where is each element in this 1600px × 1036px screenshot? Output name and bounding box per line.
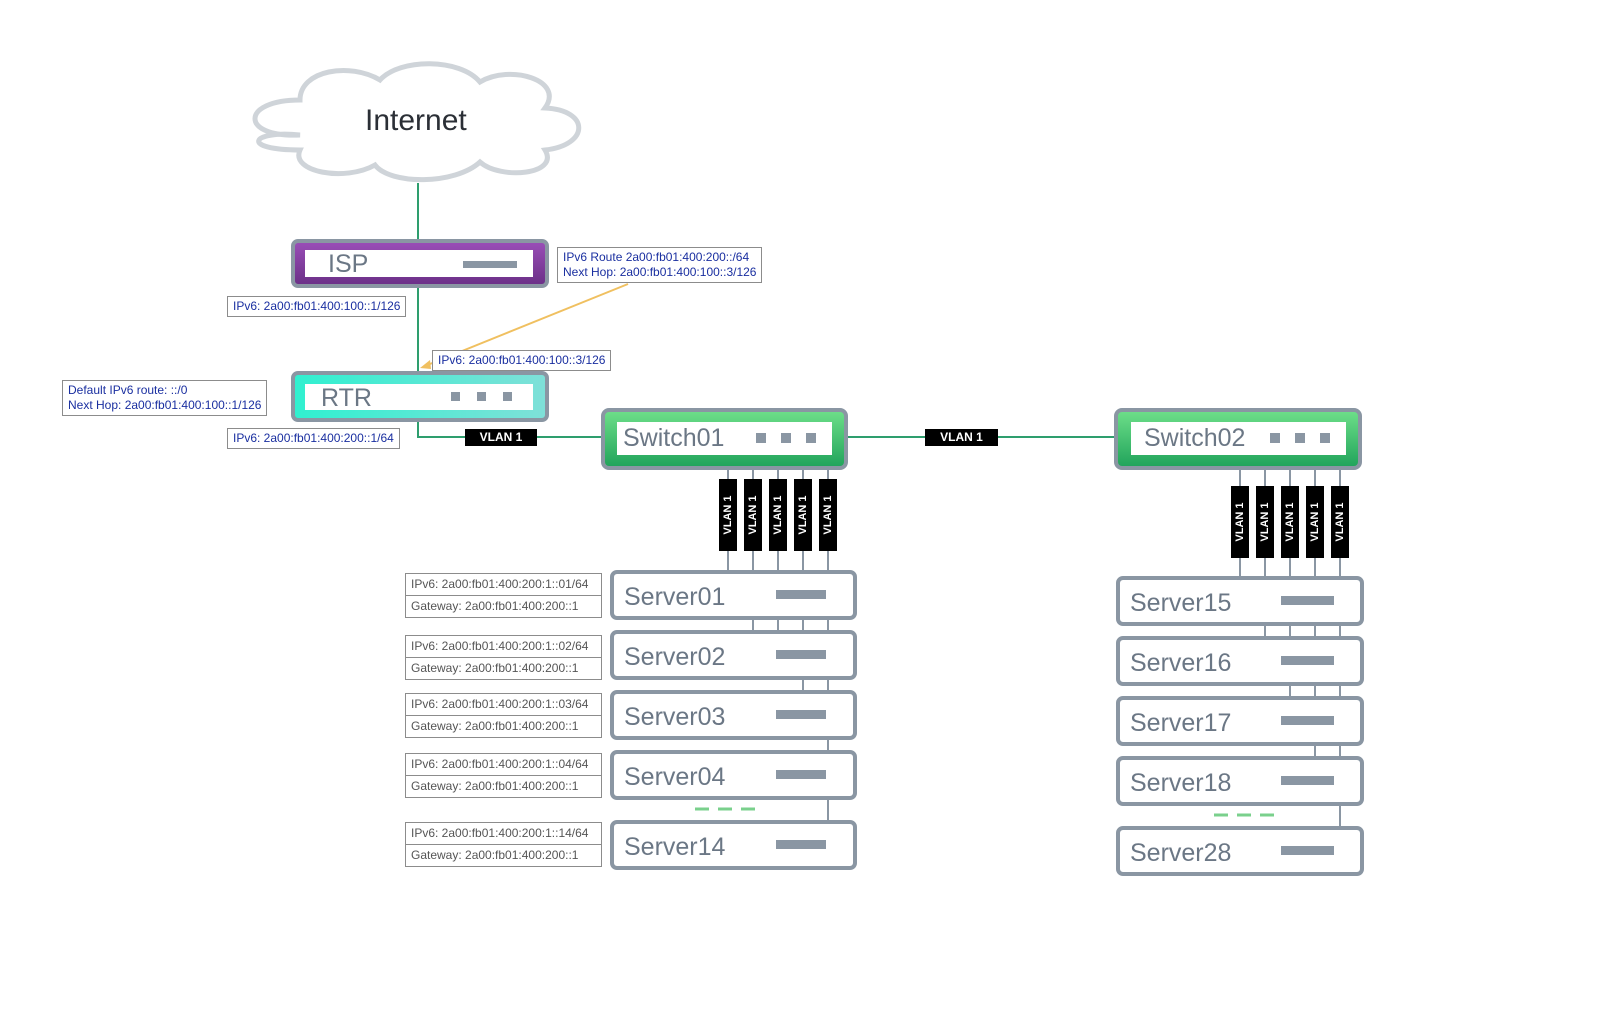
default-note-line2: Next Hop: 2a00:fb01:400:100::1/126 (68, 398, 262, 412)
rtr-default-route-note: Default IPv6 route: ::/0 Next Hop: 2a00:… (62, 380, 268, 416)
vlan-tag-switch02-port: VLAN 1 (1281, 486, 1299, 558)
link-rtr-switch01 (417, 418, 603, 438)
server-gateway: Gateway: 2a00:fb01:400:200::1 (406, 657, 601, 679)
server-gateway: Gateway: 2a00:fb01:400:200::1 (406, 844, 601, 866)
server-name: Server03 (624, 703, 726, 731)
isp-ipv6-note: IPv6: 2a00:fb01:400:100::1/126 (227, 296, 407, 317)
server-name: Server17 (1130, 709, 1232, 737)
server-ipv6: IPv6: 2a00:fb01:400:200:1::03/64 (411, 697, 589, 711)
server-gateway: Gateway: 2a00:fb01:400:200::1 (406, 775, 601, 797)
switch01-device (601, 408, 848, 470)
left-server-bars (776, 590, 826, 849)
server-name: Server28 (1130, 839, 1232, 867)
server-ipv6: IPv6: 2a00:fb01:400:200:1::14/64 (411, 826, 589, 840)
server-ipv6: IPv6: 2a00:fb01:400:200:1::02/64 (411, 639, 589, 653)
route-note-line2: Next Hop: 2a00:fb01:400:100::3/126 (563, 265, 757, 279)
server-ellipsis-dashes (695, 807, 1274, 817)
vlan-tag-switch02-port: VLAN 1 (1306, 486, 1324, 558)
server-gateway: Gateway: 2a00:fb01:400:200::1 (406, 715, 601, 737)
server-name: Server16 (1130, 649, 1232, 677)
server-gateway: Gateway: 2a00:fb01:400:200::1 (406, 595, 601, 617)
route-note-line1: IPv6 Route 2a00:fb01:400:200::/64 (563, 250, 750, 264)
server-name: Server14 (624, 833, 726, 861)
server-name: Server15 (1130, 589, 1232, 617)
server-name: Server04 (624, 763, 726, 791)
server-name: Server02 (624, 643, 726, 671)
isp-route-note: IPv6 Route 2a00:fb01:400:200::/64 Next H… (557, 247, 763, 283)
switch01-label: Switch01 (623, 424, 725, 452)
server-address-note: IPv6: 2a00:fb01:400:200:1::03/64 Gateway… (405, 693, 602, 738)
server-address-note: IPv6: 2a00:fb01:400:200:1::14/64 Gateway… (405, 822, 602, 867)
vlan-tag-switch01-port: VLAN 1 (819, 479, 837, 551)
server-address-note: IPv6: 2a00:fb01:400:200:1::04/64 Gateway… (405, 753, 602, 798)
vlan-tag-rtr-switch01: VLAN 1 (465, 429, 537, 446)
vlan-tag-switch01-port: VLAN 1 (744, 479, 762, 551)
rtr-lan-ipv6-note: IPv6: 2a00:fb01:400:200::1/64 (227, 428, 400, 449)
isp-device (291, 239, 549, 288)
vlan-tag-switch01-port: VLAN 1 (719, 479, 737, 551)
isp-label: ISP (328, 250, 369, 278)
internet-cloud (252, 61, 582, 183)
right-server-boxes (1116, 576, 1364, 876)
vlan-tag-switch02-port: VLAN 1 (1231, 486, 1249, 558)
default-note-line1: Default IPv6 route: ::/0 (68, 383, 188, 397)
switch02-device (1114, 408, 1362, 470)
server-name: Server01 (624, 583, 726, 611)
vlan-tag-switch01-port: VLAN 1 (794, 479, 812, 551)
vlan-tag-switch02-port: VLAN 1 (1331, 486, 1349, 558)
server-ipv6: IPv6: 2a00:fb01:400:200:1::01/64 (411, 577, 589, 591)
internet-label: Internet (365, 104, 467, 137)
server-name: Server18 (1130, 769, 1232, 797)
rtr-label: RTR (321, 384, 372, 412)
server-address-note: IPv6: 2a00:fb01:400:200:1::02/64 Gateway… (405, 635, 602, 680)
right-server-bars (1281, 596, 1334, 855)
server-address-note: IPv6: 2a00:fb01:400:200:1::01/64 Gateway… (405, 573, 602, 618)
vlan-tag-switch01-port: VLAN 1 (769, 479, 787, 551)
rtr-device (291, 371, 549, 422)
vlan-tag-switch02-port: VLAN 1 (1256, 486, 1274, 558)
switch02-label: Switch02 (1144, 424, 1246, 452)
left-server-boxes (610, 570, 857, 870)
vlan-tag-switch01-switch02: VLAN 1 (925, 429, 998, 446)
server-ipv6: IPv6: 2a00:fb01:400:200:1::04/64 (411, 757, 589, 771)
rtr-wan-ipv6-note: IPv6: 2a00:fb01:400:100::3/126 (432, 350, 612, 371)
